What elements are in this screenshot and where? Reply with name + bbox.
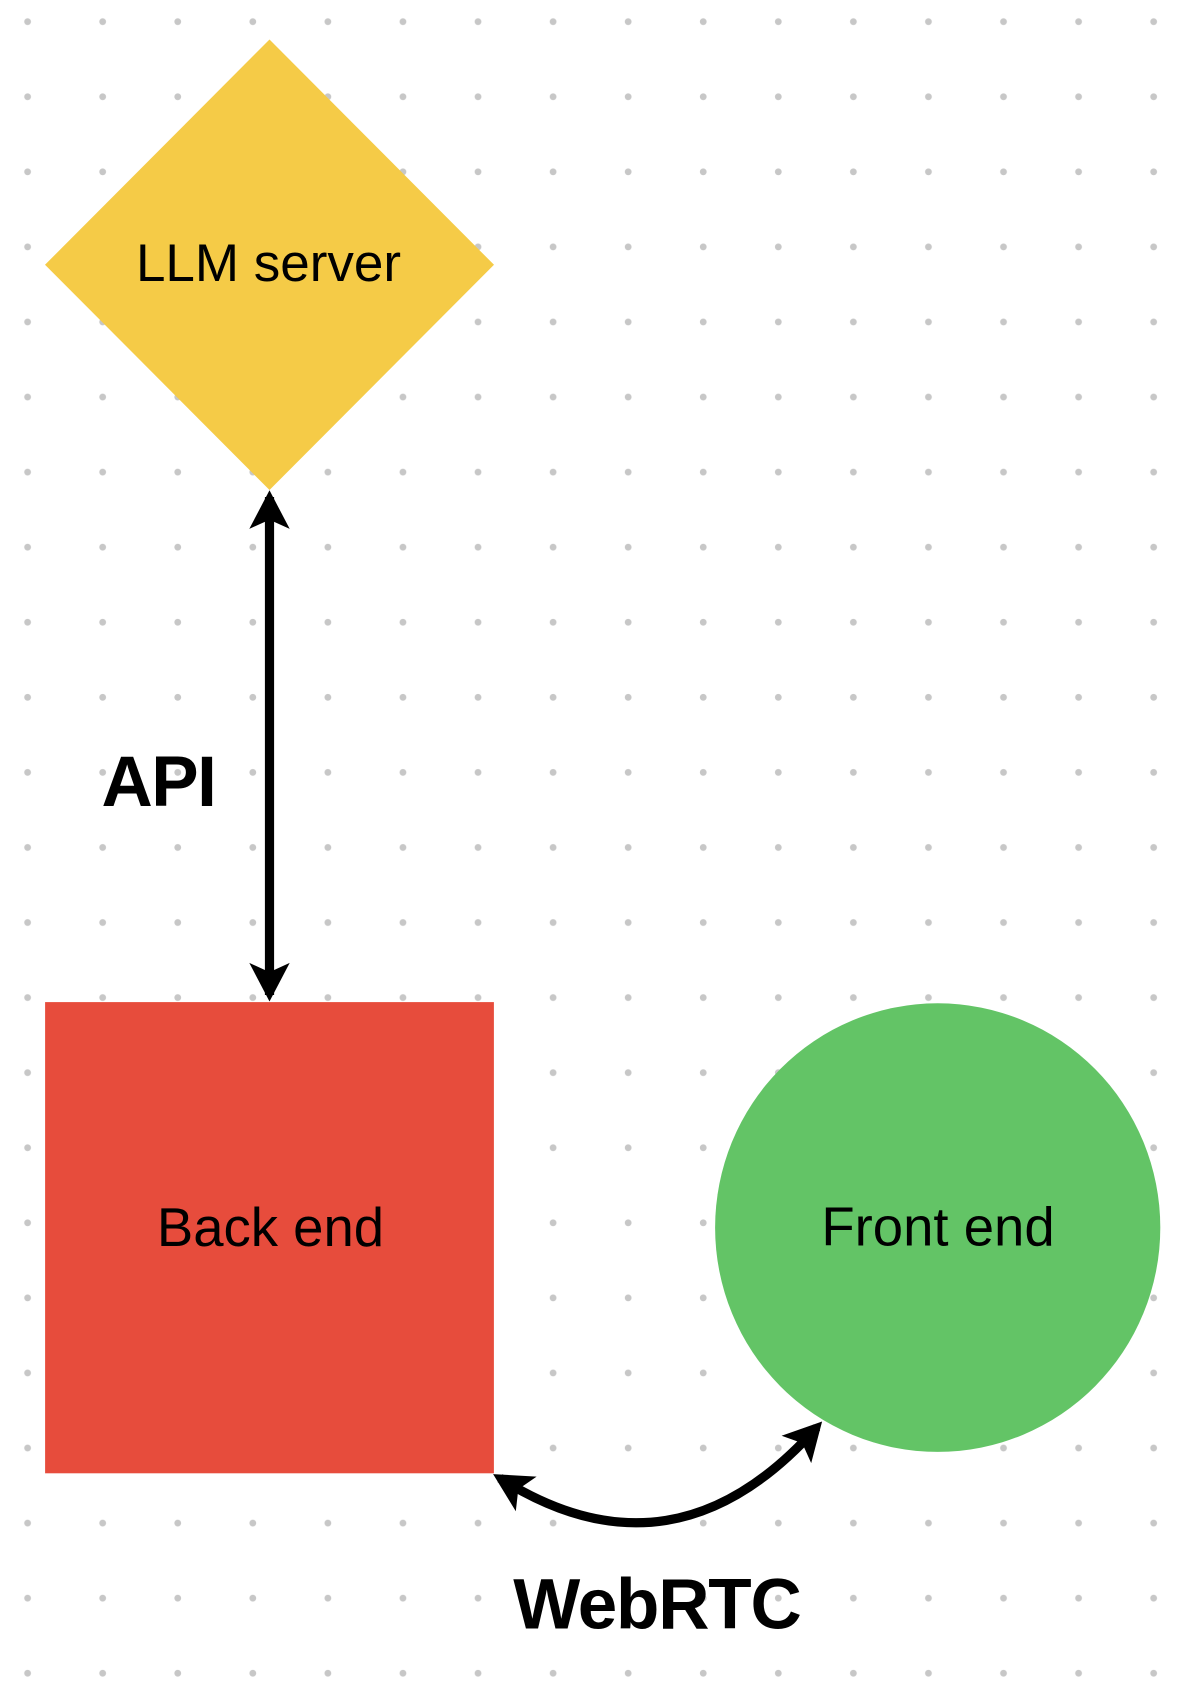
svg-text:Front end: Front end xyxy=(821,1196,1054,1257)
svg-text:WebRTC: WebRTC xyxy=(513,1566,800,1645)
svg-text:API: API xyxy=(101,743,215,822)
svg-text:LLM server: LLM server xyxy=(136,234,401,293)
svg-text:Back end: Back end xyxy=(157,1197,384,1258)
